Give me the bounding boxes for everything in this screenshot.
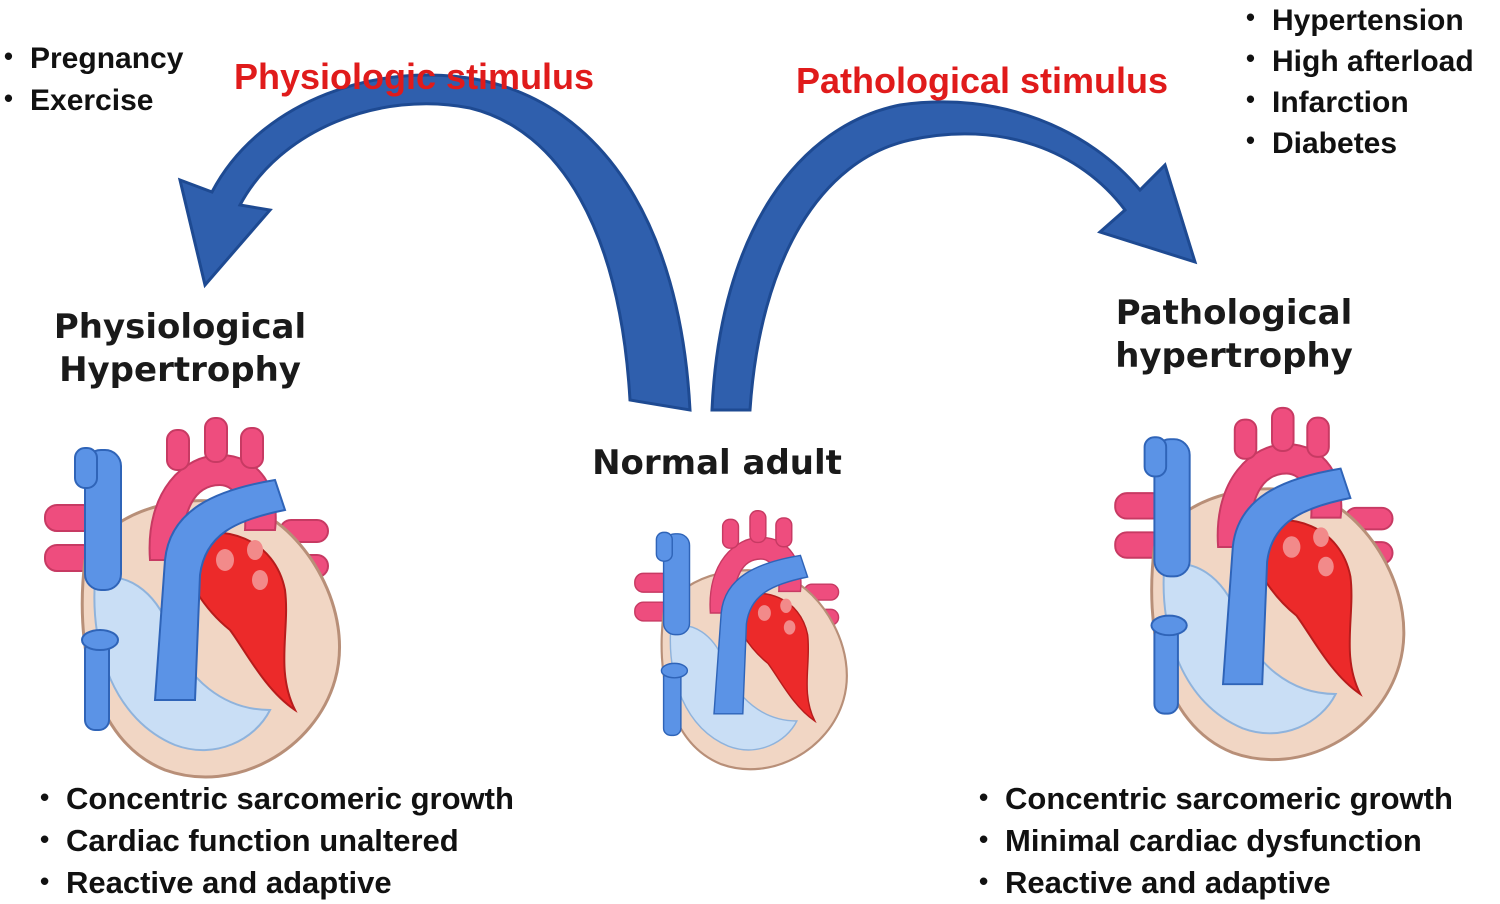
pathological-feature-item: Concentric sarcomeric growth (979, 776, 1453, 820)
pathological-features-list: Concentric sarcomeric growth Minimal car… (979, 776, 1453, 904)
physiologic-arrow (177, 73, 692, 412)
physiological-heart-illustration (43, 416, 342, 779)
physiological-features-list: Concentric sarcomeric growth Cardiac fun… (40, 776, 514, 904)
physiological-hypertrophy-label: Physiological Hypertrophy (50, 306, 310, 391)
pathological-stimulus-item: Infarction (1246, 80, 1474, 123)
pathological-stimulus-item: Hypertension (1246, 0, 1474, 41)
pathological-feature-item: Minimal cardiac dysfunction (979, 818, 1453, 862)
pathological-arrow (710, 100, 1198, 412)
pathological-label-line1: Pathological (1115, 293, 1353, 333)
pathological-stimulus-list: Hypertension High afterload Infarction D… (1246, 0, 1474, 164)
pathological-heart-illustration (1113, 406, 1406, 762)
pathological-stimulus-item: High afterload (1246, 39, 1474, 82)
physiologic-stimulus-item: Pregnancy (4, 36, 183, 80)
physiological-feature-item: Concentric sarcomeric growth (40, 776, 514, 820)
physiological-feature-item: Cardiac function unaltered (40, 818, 514, 862)
physiologic-stimulus-list: Pregnancy Exercise (4, 36, 183, 122)
normal-adult-label: Normal adult (592, 443, 842, 483)
physiological-label-line1: Physiological (53, 307, 307, 347)
pathological-feature-item: Reactive and adaptive (979, 860, 1453, 904)
pathological-stimulus-title: Pathological stimulus (796, 60, 1169, 101)
pathological-label-line2: hypertrophy (1115, 335, 1353, 376)
normal-heart-illustration (633, 509, 848, 771)
physiological-label-line2: Hypertrophy (59, 349, 301, 390)
physiological-feature-item: Reactive and adaptive (40, 860, 514, 904)
pathological-hypertrophy-label: Pathological hypertrophy (1104, 292, 1364, 377)
physiologic-stimulus-title: Physiologic stimulus (234, 56, 595, 97)
physiologic-stimulus-item: Exercise (4, 78, 183, 122)
pathological-stimulus-item: Diabetes (1246, 121, 1474, 164)
